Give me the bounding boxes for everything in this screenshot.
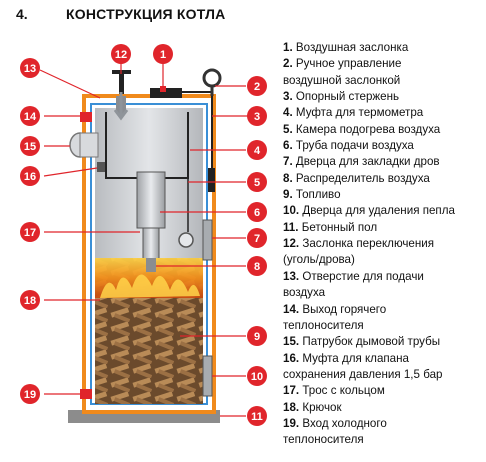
callout-badges: 1 2 3 4 5 6 7 8 9 10 11 12 13 14 15 16 1… — [20, 44, 267, 426]
legend-row: 13. Отверстие для подачи — [283, 269, 424, 283]
svg-text:19: 19 — [24, 389, 36, 401]
callout-3: 3 — [247, 106, 267, 126]
svg-text:11: 11 — [251, 411, 263, 423]
cold-inlet-fitting — [80, 389, 92, 399]
legend-row: сохранения давления 1,5 бар — [283, 367, 443, 381]
legend-row: 7. Дверца для закладки дров — [283, 155, 440, 169]
callout-11: 11 — [247, 406, 267, 426]
callout-17: 17 — [20, 222, 40, 242]
control-handwheel — [202, 68, 222, 88]
switch-damper-shaft — [119, 72, 124, 94]
legend-row: 4. Муфта для термометра — [283, 106, 424, 120]
flue-pipe-body — [79, 132, 99, 158]
svg-text:15: 15 — [24, 141, 36, 153]
callout-4: 4 — [247, 140, 267, 160]
svg-text:18: 18 — [24, 295, 36, 307]
callout-10: 10 — [247, 366, 267, 386]
legend-row: 5. Камера подогрева воздуха — [283, 122, 441, 136]
svg-text:3: 3 — [254, 111, 260, 123]
svg-text:2: 2 — [254, 81, 260, 93]
air-flow-arrow — [113, 92, 129, 121]
callout-12: 12 — [111, 44, 131, 64]
svg-text:8: 8 — [254, 261, 260, 273]
svg-text:12: 12 — [115, 49, 127, 61]
legend: 1. Воздушная заслонка 2. Ручное управлен… — [283, 40, 483, 449]
legend-row: теплоносителя — [283, 318, 364, 332]
callout-18: 18 — [20, 290, 40, 310]
air-distributor — [146, 258, 156, 272]
air-damper-hinge — [160, 86, 166, 92]
legend-row: 3. Опорный стержень — [283, 90, 400, 104]
svg-text:7: 7 — [254, 233, 260, 245]
legend-row: 19. Вход холодного — [283, 416, 387, 430]
svg-text:16: 16 — [24, 171, 36, 183]
callout-14: 14 — [20, 106, 40, 126]
callout-16: 16 — [20, 166, 40, 186]
callout-1: 1 — [153, 44, 173, 64]
legend-row: 12. Заслонка переключения — [283, 237, 435, 251]
callout-6: 6 — [247, 202, 267, 222]
legend-row: воздуха — [283, 286, 326, 300]
control-rod-end — [208, 168, 215, 192]
heading: 4. КОНСТРУКЦИЯ КОТЛА — [0, 4, 486, 26]
legend-row: 11. Бетонный пол — [283, 220, 378, 234]
section-number: 4. — [16, 6, 28, 22]
legend-row: воздушной заслонкой — [283, 73, 401, 87]
pressure-valve-socket — [97, 162, 105, 172]
svg-text:5: 5 — [254, 177, 260, 189]
svg-text:6: 6 — [254, 207, 260, 219]
svg-text:17: 17 — [24, 227, 36, 239]
callout-9: 9 — [247, 326, 267, 346]
legend-row: 17. Трос с кольцом — [283, 384, 385, 398]
page-title: КОНСТРУКЦИЯ КОТЛА — [66, 6, 226, 22]
legend-row: 10. Дверца для удаления пепла — [283, 204, 455, 218]
svg-text:4: 4 — [254, 145, 261, 157]
svg-text:14: 14 — [24, 111, 37, 123]
thermometer-socket — [178, 232, 194, 248]
callout-15: 15 — [20, 136, 40, 156]
legend-row: 14. Выход горячего — [283, 302, 387, 316]
legend-row: 6. Труба подачи воздуха — [283, 139, 414, 153]
svg-text:1: 1 — [160, 49, 166, 61]
air-supply-pipe — [136, 171, 166, 229]
svg-text:9: 9 — [254, 331, 260, 343]
legend-row: (уголь/дрова) — [283, 253, 355, 267]
flame-tongues — [100, 274, 200, 298]
legend-row: 16. Муфта для клапана — [283, 351, 409, 365]
ash-door — [202, 355, 213, 397]
callout-5: 5 — [247, 172, 267, 192]
air-damper — [150, 88, 182, 98]
legend-row: 15. Патрубок дымовой трубы — [283, 335, 441, 349]
legend-row: 18. Крючок — [283, 400, 342, 414]
legend-row: 2. Ручное управление — [283, 57, 402, 71]
legend-row: теплоносителя — [283, 433, 364, 447]
callout-13: 13 — [20, 58, 40, 78]
legend-row: 8. Распределитель воздуха — [283, 171, 430, 185]
callout-7: 7 — [247, 228, 267, 248]
legend-row: 9. Топливо — [283, 188, 341, 202]
hot-outlet-fitting — [80, 112, 92, 122]
callout-8: 8 — [247, 256, 267, 276]
svg-text:10: 10 — [251, 371, 263, 383]
air-pipe-neck — [142, 227, 160, 263]
callout-2: 2 — [247, 76, 267, 96]
legend-row: 1. Воздушная заслонка — [283, 41, 409, 54]
callout-19: 19 — [20, 384, 40, 404]
svg-text:13: 13 — [24, 63, 36, 75]
loading-door — [202, 219, 213, 261]
leader-lines — [39, 62, 248, 417]
